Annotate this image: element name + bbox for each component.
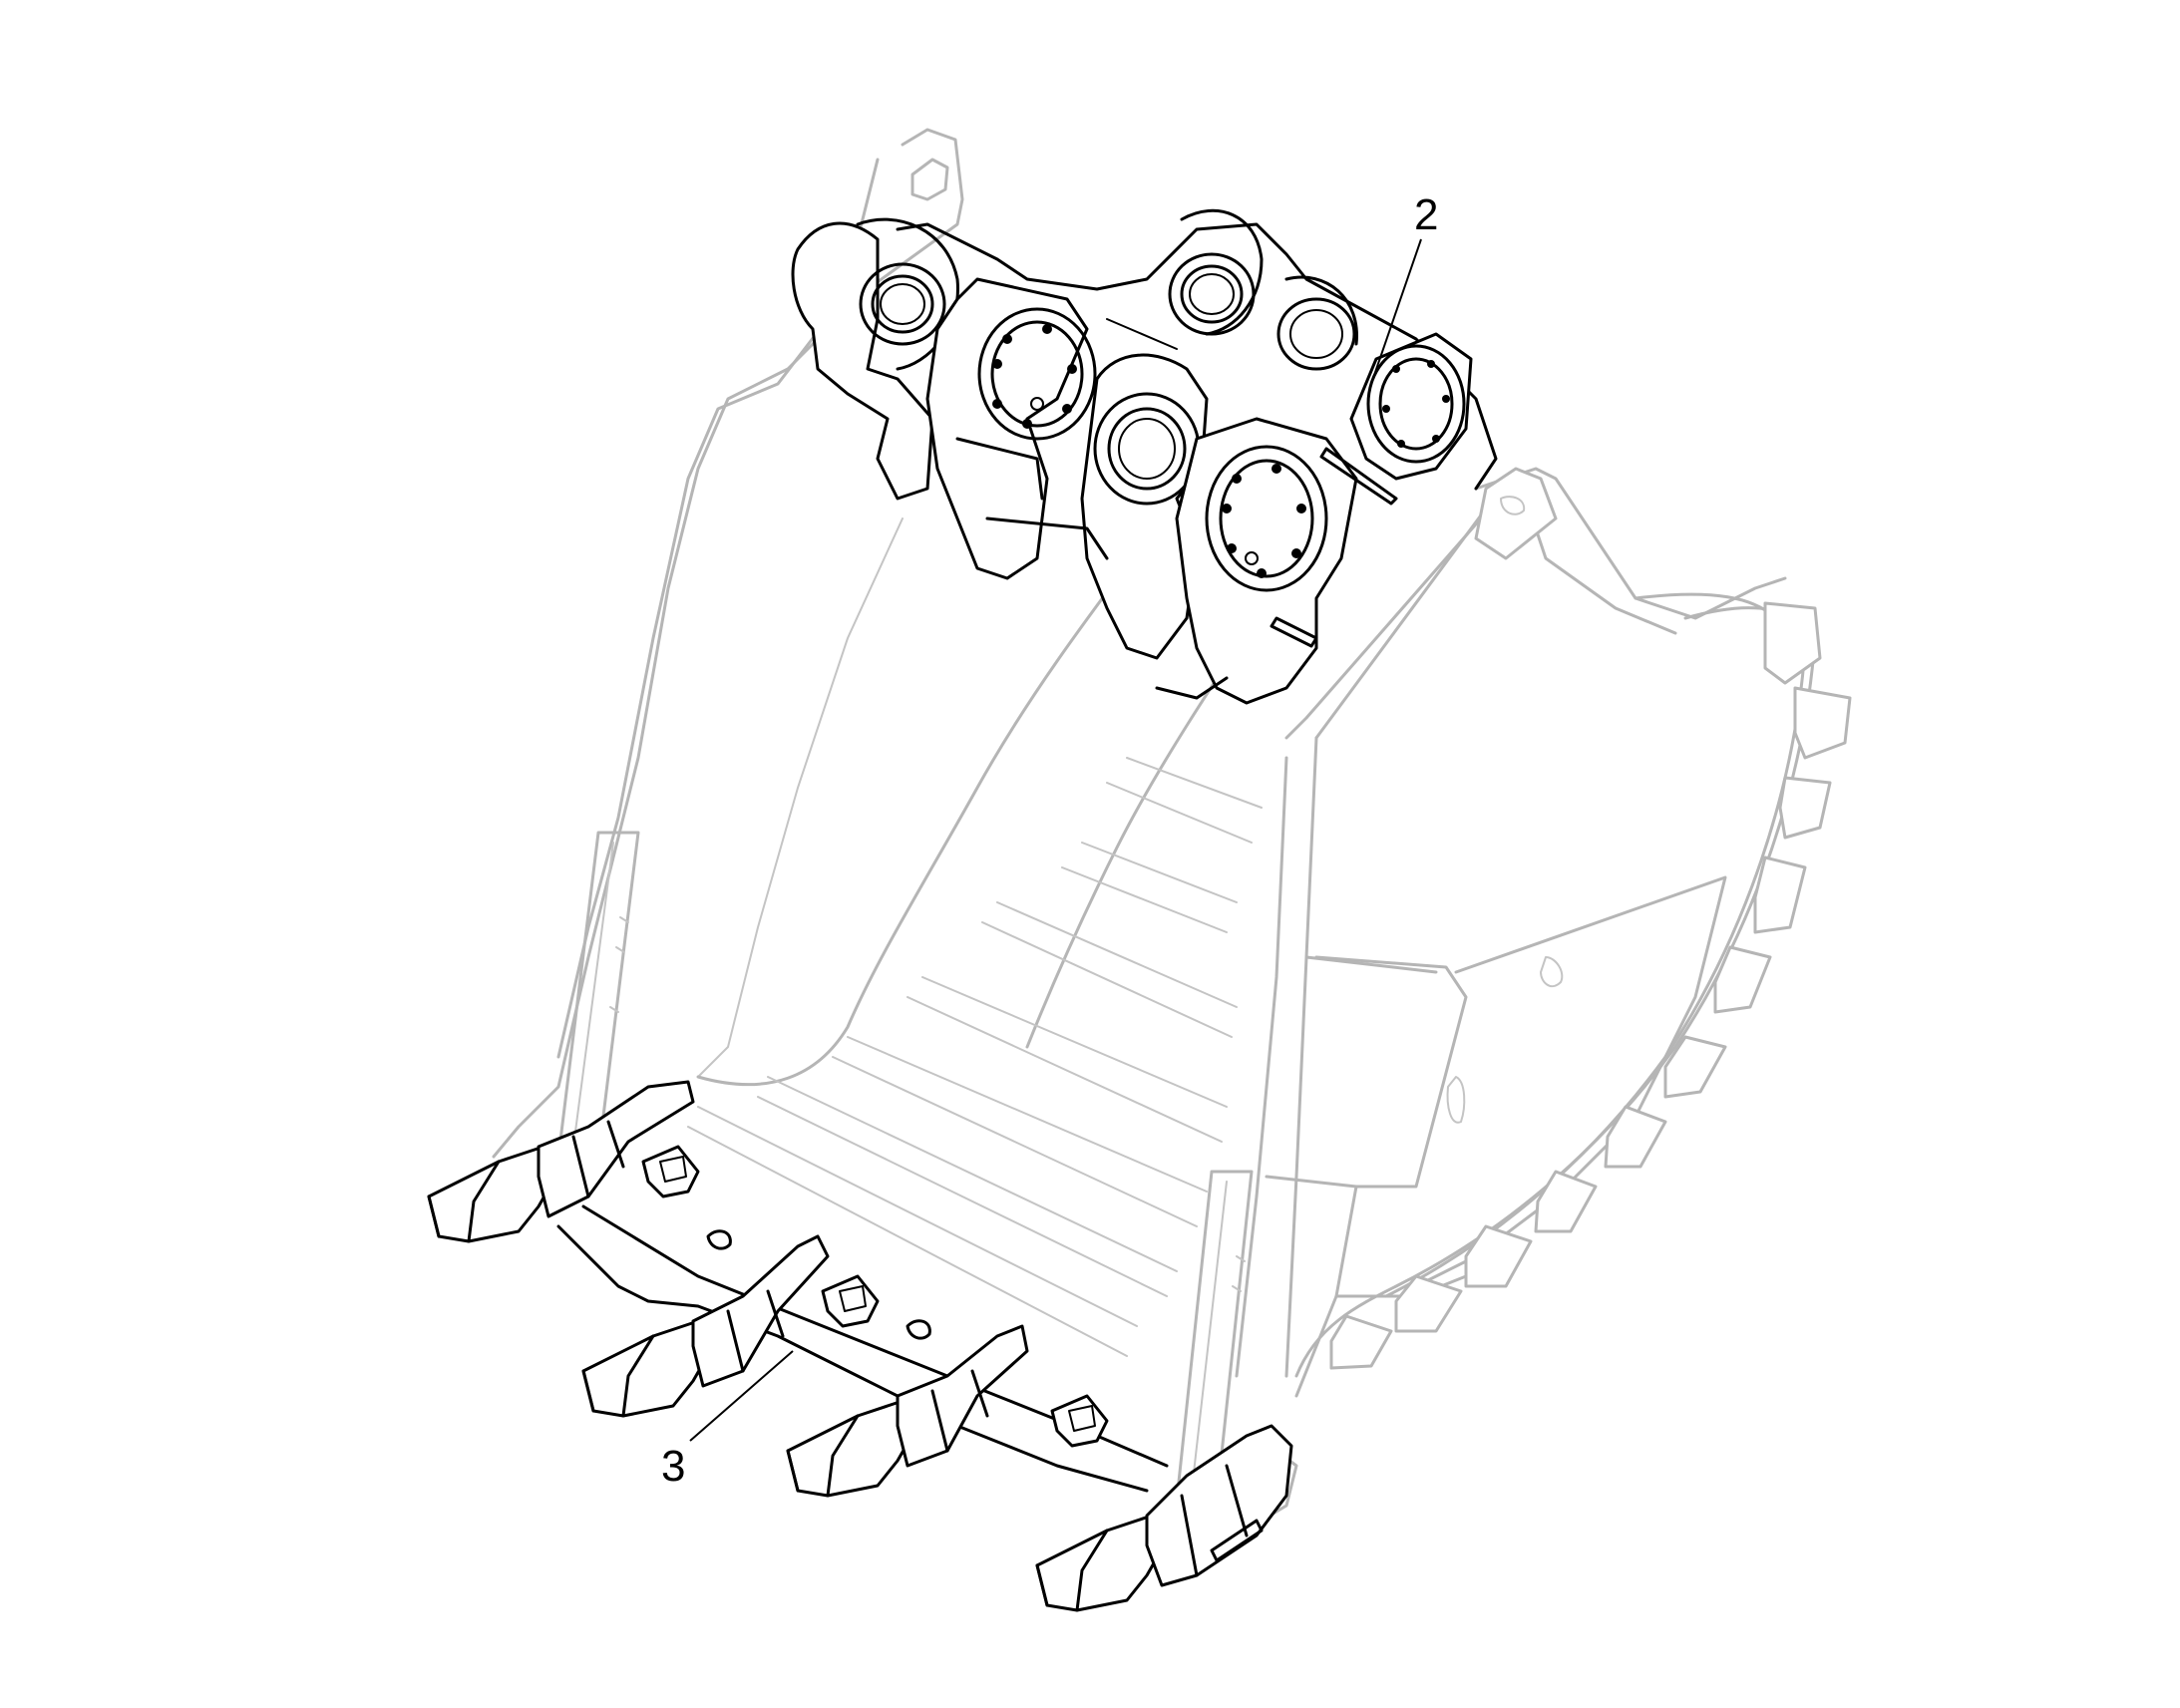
- lip-shrouds: [641, 1145, 1109, 1448]
- ghost-hinge-ears: [1474, 467, 1558, 560]
- bucket-body: [492, 128, 1852, 1537]
- side-wear-segments: [1329, 601, 1852, 1370]
- tooth-assembly: [427, 1080, 1293, 1612]
- callout-3-leader: [689, 1350, 794, 1442]
- callout-2-leader: [1370, 238, 1422, 385]
- callout-3: 3: [661, 1350, 794, 1491]
- coupling-assembly: [791, 208, 1498, 705]
- callout-2-label: 2: [1414, 190, 1438, 239]
- callout-3-label: 3: [661, 1442, 685, 1491]
- callout-2: 2: [1370, 190, 1438, 385]
